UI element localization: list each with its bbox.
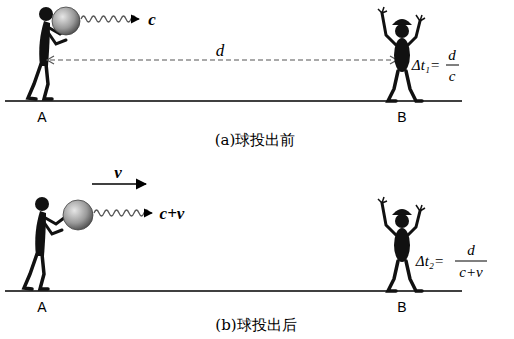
speed-label: c [148, 11, 156, 28]
light-wave [81, 16, 139, 22]
fraction-numerator: d [448, 48, 456, 63]
distance-label: d [216, 42, 225, 59]
ball [52, 7, 80, 35]
fraction-bar [446, 65, 459, 66]
observer-figure [378, 197, 425, 291]
observer-figure [378, 7, 425, 101]
fraction-denominator: c+v [459, 265, 482, 280]
time-equation: Δt₂= [416, 254, 444, 269]
thrower-figure [24, 197, 64, 289]
fraction-denominator: c [449, 69, 456, 84]
velocity-label: v [114, 164, 122, 181]
panel-caption: (b)球投出后 [215, 318, 296, 333]
distance-arrowhead [47, 56, 54, 64]
fraction-bar [455, 261, 487, 262]
panel-caption: (a)球投出前 [215, 133, 296, 148]
person-label: B [397, 110, 406, 124]
person-label: A [37, 110, 46, 124]
speed-label: c+v [160, 205, 185, 222]
ball [63, 200, 93, 230]
person-label: B [397, 300, 406, 314]
distance-line [50, 59, 394, 60]
person-label: A [37, 300, 46, 314]
velocity-arrow [92, 183, 146, 185]
fraction-numerator: d [467, 243, 475, 258]
light-wave [94, 210, 152, 216]
time-equation: Δt₁= [412, 58, 440, 73]
